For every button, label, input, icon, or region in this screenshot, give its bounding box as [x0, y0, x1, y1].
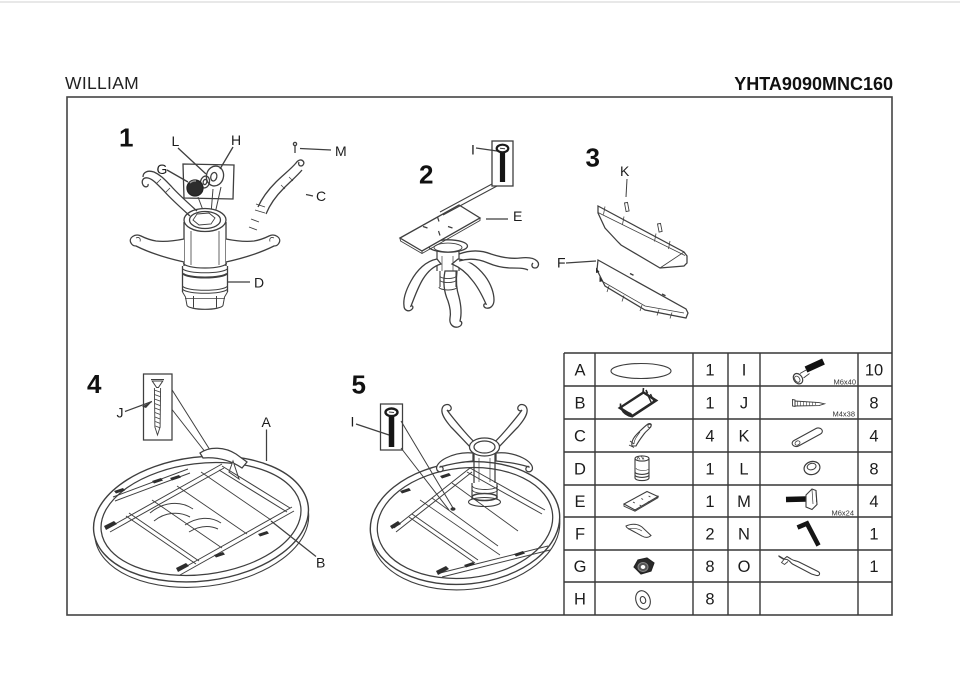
- svg-text:L: L: [172, 133, 180, 149]
- svg-text:H: H: [574, 591, 586, 609]
- svg-text:2: 2: [705, 526, 714, 544]
- svg-text:1: 1: [869, 526, 878, 544]
- svg-text:8: 8: [869, 461, 878, 479]
- svg-text:4: 4: [87, 369, 102, 399]
- svg-text:A: A: [574, 362, 585, 380]
- svg-text:4: 4: [869, 493, 878, 511]
- svg-text:M6x24: M6x24: [831, 509, 854, 518]
- svg-text:K: K: [620, 163, 630, 179]
- svg-text:D: D: [574, 461, 586, 479]
- svg-text:1: 1: [705, 493, 714, 511]
- svg-text:A: A: [262, 414, 272, 430]
- svg-text:10: 10: [865, 362, 883, 380]
- svg-text:M: M: [335, 143, 347, 159]
- svg-text:B: B: [574, 395, 585, 413]
- svg-text:1: 1: [119, 123, 133, 153]
- svg-text:K: K: [738, 428, 749, 446]
- svg-text:1: 1: [705, 461, 714, 479]
- svg-text:M4x38: M4x38: [832, 410, 855, 419]
- svg-text:1: 1: [705, 362, 714, 380]
- svg-text:2: 2: [419, 160, 433, 190]
- svg-text:H: H: [231, 132, 241, 148]
- svg-text:5: 5: [352, 370, 366, 400]
- svg-text:C: C: [316, 188, 326, 204]
- svg-text:M: M: [737, 493, 751, 511]
- svg-text:F: F: [557, 255, 566, 271]
- svg-text:B: B: [316, 555, 325, 571]
- svg-text:G: G: [574, 558, 587, 576]
- svg-text:4: 4: [705, 428, 714, 446]
- svg-text:F: F: [575, 526, 585, 544]
- svg-text:D: D: [254, 275, 264, 291]
- svg-text:J: J: [740, 395, 748, 413]
- svg-text:I: I: [742, 362, 747, 380]
- svg-text:N: N: [738, 526, 750, 544]
- svg-text:L: L: [739, 461, 748, 479]
- svg-text:C: C: [574, 428, 586, 446]
- svg-text:M6x40: M6x40: [833, 378, 856, 387]
- svg-text:E: E: [513, 208, 522, 224]
- svg-text:J: J: [117, 405, 124, 421]
- svg-text:4: 4: [869, 428, 878, 446]
- svg-text:G: G: [157, 161, 168, 177]
- svg-text:8: 8: [869, 395, 878, 413]
- svg-text:I: I: [351, 414, 355, 430]
- svg-text:I: I: [471, 142, 475, 158]
- svg-text:1: 1: [705, 395, 714, 413]
- svg-text:O: O: [738, 558, 751, 576]
- svg-text:3: 3: [586, 143, 600, 173]
- svg-text:8: 8: [705, 591, 714, 609]
- svg-text:8: 8: [705, 558, 714, 576]
- svg-text:E: E: [574, 493, 585, 511]
- svg-text:1: 1: [869, 558, 878, 576]
